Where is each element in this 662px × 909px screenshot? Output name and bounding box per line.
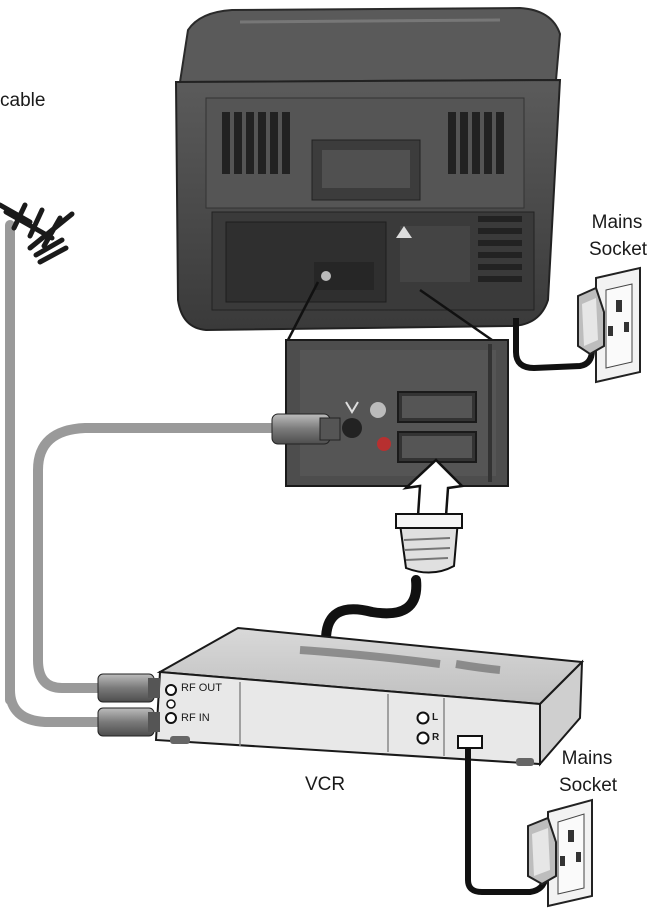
vcr-unit: [154, 626, 585, 767]
rf-cables: [5, 423, 272, 727]
tv-connector-panel: [285, 339, 509, 487]
antenna: [0, 202, 75, 705]
tv-power-cable: [513, 318, 595, 372]
mains-socket-top-label-line2: Socket: [588, 239, 648, 260]
mains-socket-bottom: [527, 798, 593, 908]
vcr-rf-plugs: [97, 673, 160, 737]
rf-out-label: RF OUT: [181, 682, 222, 694]
mains-socket-top: [577, 266, 641, 384]
tv-rear: [174, 6, 562, 342]
tv-aerial-plug: [271, 413, 341, 445]
vcr-label: VCR: [305, 774, 346, 795]
audio-left-label: L: [432, 712, 439, 723]
mains-socket-bottom-label-line2: Socket: [558, 775, 618, 796]
mains-socket-bottom-label-line1: Mains: [561, 748, 613, 769]
audio-right-label: R: [432, 732, 440, 743]
mains-socket-top-label-line1: Mains: [591, 212, 643, 233]
rf-in-label: RF IN: [181, 712, 210, 724]
cable-label: cable: [0, 90, 46, 111]
